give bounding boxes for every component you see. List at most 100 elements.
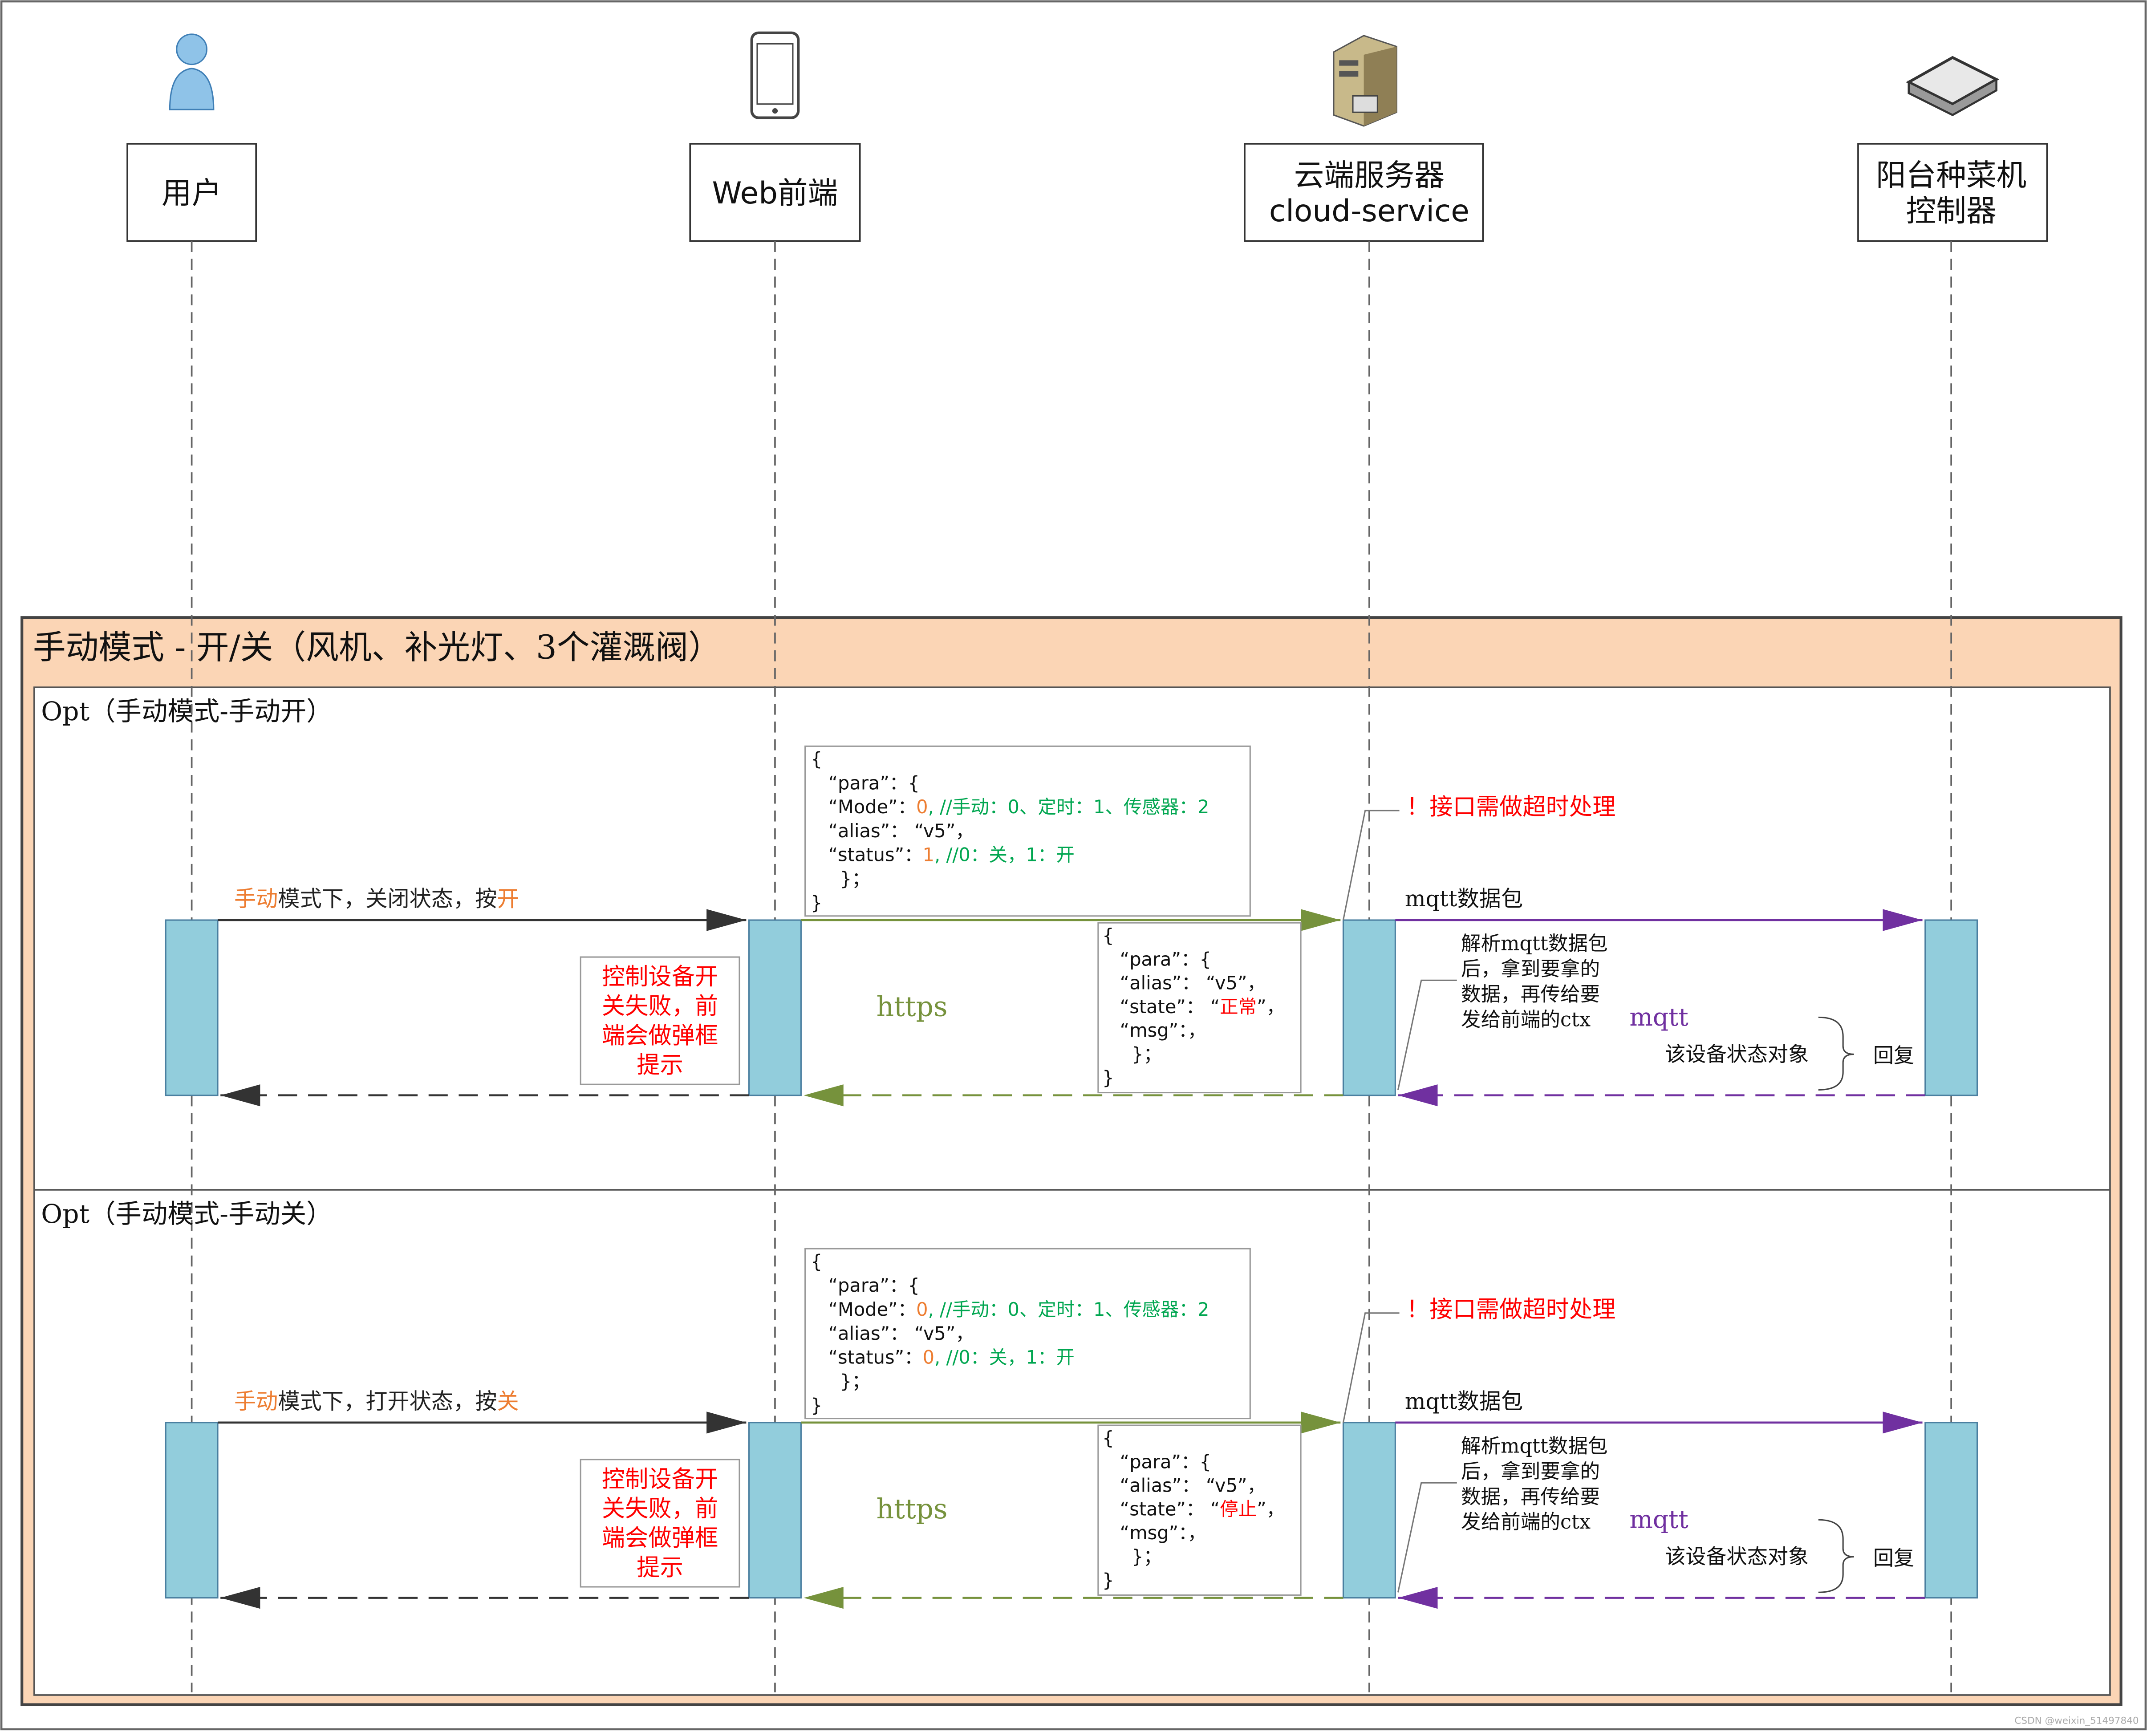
parse-note-line: 解析mqtt数据包 bbox=[1461, 932, 1608, 955]
response-json-line: }； bbox=[1102, 1043, 1162, 1065]
opt-section-1: Opt（手动模式-手动关） 手动模式下，打开状态，按关 { “para”：{ “Mo… bbox=[41, 1199, 1978, 1609]
mqtt-packet-label: mqtt数据包 bbox=[1405, 886, 1523, 912]
server-tower-icon bbox=[1333, 35, 1397, 127]
user-action-segment: 手动 bbox=[234, 1388, 278, 1414]
https-label: https bbox=[877, 990, 948, 1022]
mqtt-packet-label: mqtt数据包 bbox=[1405, 1388, 1523, 1414]
user-action-label: 手动模式下，关闭状态，按开 bbox=[234, 886, 519, 912]
reply-label: 回复 bbox=[1873, 1546, 1914, 1570]
activation-bar-user bbox=[165, 919, 219, 1096]
request-json-segment: 0 bbox=[916, 1298, 928, 1320]
parse-note-line: 后，拿到要拿的 bbox=[1461, 1460, 1600, 1483]
fail-note-line: 控制设备开 bbox=[602, 1465, 718, 1493]
request-json-line: “Mode”：0, //手动：0、定时：1、传感器：2 bbox=[811, 796, 1209, 818]
response-json-line: “msg”：， bbox=[1102, 1522, 1206, 1544]
request-json-segment: 0 bbox=[916, 796, 928, 818]
request-json-segment: , //0：关，1：开 bbox=[934, 1347, 1075, 1368]
activation-bar-web bbox=[748, 919, 802, 1096]
request-json-line: } bbox=[811, 892, 822, 913]
request-json-line: “alias”： “v5”， bbox=[811, 820, 974, 842]
response-json-line: “alias”： “v5”， bbox=[1102, 1475, 1266, 1497]
request-json-segment: } bbox=[811, 892, 822, 913]
activation-bar-ctrl bbox=[1924, 919, 1978, 1096]
opt-label: Opt（手动模式-手动开） bbox=[41, 696, 332, 726]
opt-label: Opt（手动模式-手动关） bbox=[41, 1199, 332, 1229]
timeout-note: ！接口需做超时处理 bbox=[1406, 793, 1616, 820]
smartphone-icon bbox=[750, 31, 800, 119]
brace-icon bbox=[1818, 1016, 1854, 1091]
parse-callout-line bbox=[1397, 979, 1457, 1090]
response-json-segment: }； bbox=[1102, 1545, 1162, 1567]
device-state-label: 该设备状态对象 bbox=[1665, 1545, 1809, 1569]
response-json-segment: { bbox=[1102, 925, 1114, 946]
participant-label: 用户 bbox=[162, 175, 222, 211]
request-json-segment: “alias”： “v5”， bbox=[811, 1322, 974, 1344]
response-json-line: } bbox=[1102, 1067, 1114, 1088]
response-json-line: } bbox=[1102, 1569, 1114, 1591]
reply-label: 回复 bbox=[1873, 1043, 1914, 1067]
activation-bar-ctrl bbox=[1924, 1422, 1978, 1599]
request-json-segment: } bbox=[811, 1394, 822, 1416]
parse-callout-line bbox=[1397, 1482, 1457, 1593]
user-action-label: 手动模式下，打开状态，按关 bbox=[234, 1388, 519, 1414]
timeout-note: ！接口需做超时处理 bbox=[1406, 1296, 1616, 1323]
fail-note-line: 提示 bbox=[637, 1051, 683, 1079]
response-json-segment: ”， bbox=[1257, 996, 1285, 1018]
response-json-line: { bbox=[1102, 1427, 1114, 1449]
request-json-segment: “para”：{ bbox=[811, 1274, 920, 1296]
response-json-line: “msg”：， bbox=[1102, 1019, 1206, 1041]
request-json-segment: “Mode”： bbox=[811, 1298, 916, 1320]
participant-label: cloud-service bbox=[1269, 193, 1469, 228]
user-action-segment: 关 bbox=[497, 1388, 519, 1414]
request-json-segment: 1 bbox=[923, 844, 934, 866]
parse-note-line: 解析mqtt数据包 bbox=[1461, 1435, 1608, 1458]
timeout-callout-line bbox=[1342, 810, 1400, 921]
response-json-line: “alias”： “v5”， bbox=[1102, 972, 1266, 994]
fail-note-line: 提示 bbox=[637, 1554, 683, 1581]
response-json-segment: “msg”：， bbox=[1102, 1019, 1206, 1041]
request-json-segment: }； bbox=[811, 1370, 870, 1392]
request-json-segment: }； bbox=[811, 868, 870, 890]
response-json-segment: “alias”： “v5”， bbox=[1102, 972, 1266, 994]
parse-note-line: 发给前端的ctx bbox=[1461, 1008, 1591, 1031]
participant-box bbox=[689, 143, 861, 242]
watermark: CSDN @weixin_51497840 bbox=[2014, 1716, 2139, 1727]
activation-bar-cloud bbox=[1342, 1422, 1396, 1599]
response-json-segment: “para”：{ bbox=[1102, 1451, 1211, 1472]
fail-note bbox=[580, 956, 740, 1085]
request-json-segment: “para”：{ bbox=[811, 772, 920, 794]
response-json-segment: } bbox=[1102, 1067, 1114, 1088]
response-json-segment: “state”： “ bbox=[1102, 1498, 1220, 1520]
participant-box bbox=[1857, 143, 2048, 242]
request-json-line: { bbox=[811, 748, 822, 770]
request-json-segment: { bbox=[811, 748, 822, 770]
fail-note-line: 关失败，前 bbox=[602, 993, 718, 1020]
controller-box-icon bbox=[1906, 56, 2000, 116]
parse-note-line: 发给前端的ctx bbox=[1461, 1510, 1591, 1533]
request-json-line: “Mode”：0, //手动：0、定时：1、传感器：2 bbox=[811, 1298, 1209, 1320]
fail-note-line: 端会做弹框 bbox=[602, 1525, 718, 1552]
participant-web: Web前端 bbox=[689, 143, 861, 242]
request-json-segment: , //0：关，1：开 bbox=[934, 844, 1075, 866]
response-json-segment: “state”： “ bbox=[1102, 996, 1220, 1018]
mqtt-label: mqtt bbox=[1629, 1003, 1688, 1032]
fail-note-line: 控制设备开 bbox=[602, 963, 718, 990]
request-json-segment: , //手动：0、定时：1、传感器：2 bbox=[928, 1298, 1209, 1320]
user-action-segment: 模式下，打开状态，按 bbox=[278, 1388, 497, 1414]
participant-label: 云端服务器 bbox=[1294, 158, 1445, 193]
fail-note-line: 关失败，前 bbox=[602, 1495, 718, 1522]
person-icon bbox=[169, 33, 215, 110]
response-json-segment: 停止 bbox=[1220, 1498, 1257, 1520]
response-json-segment: “alias”： “v5”， bbox=[1102, 1475, 1266, 1497]
request-json-note bbox=[804, 1248, 1251, 1420]
request-json-line: }； bbox=[811, 868, 870, 890]
response-json-line: “state”： “停止”， bbox=[1102, 1498, 1285, 1520]
brace-icon bbox=[1818, 1519, 1854, 1593]
user-action-segment: 开 bbox=[497, 886, 519, 912]
participant-label: Web前端 bbox=[712, 175, 838, 211]
activation-bar-web bbox=[748, 1422, 802, 1599]
response-json-line: “state”： “正常”， bbox=[1102, 996, 1285, 1018]
